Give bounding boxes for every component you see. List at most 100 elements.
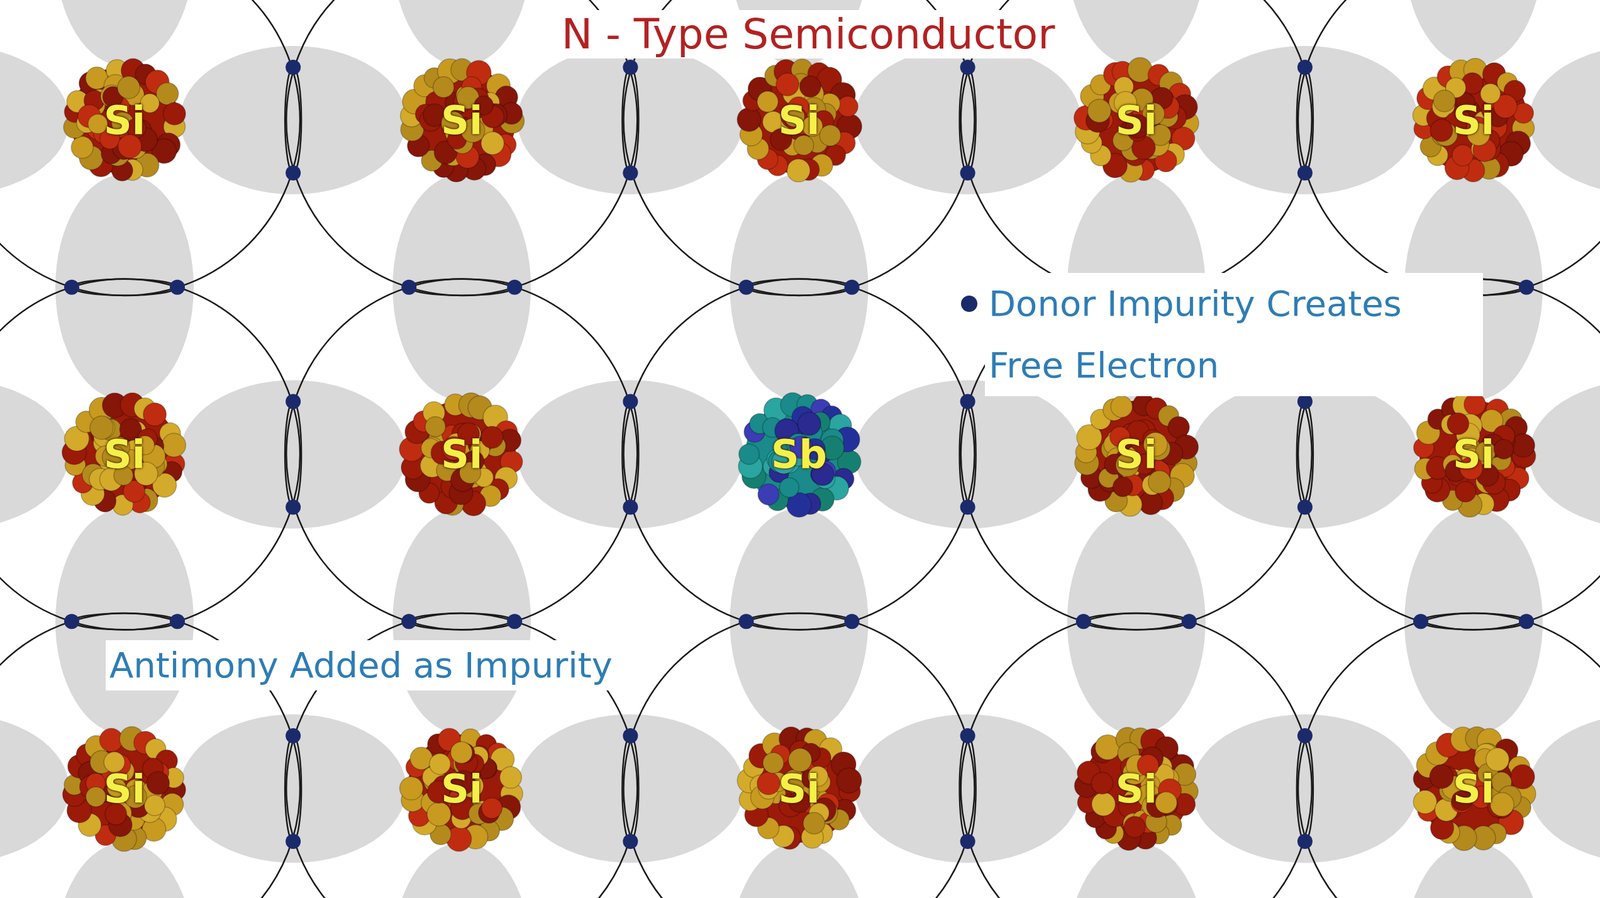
bond-lobe <box>55 508 194 735</box>
electron <box>506 279 523 295</box>
bond-lens <box>622 735 639 842</box>
bond-lens <box>71 613 178 630</box>
bond-lobe <box>1528 380 1600 529</box>
atom: Si <box>1070 722 1203 855</box>
nucleon <box>500 766 523 789</box>
nucleon <box>756 771 780 795</box>
bond-lens <box>1296 67 1314 173</box>
nucleon <box>163 102 186 125</box>
callout-note: Donor Impurity Creates Free Electron <box>984 272 1484 397</box>
electron <box>1518 279 1534 295</box>
atom: Sb <box>733 388 866 521</box>
bond-lobe <box>854 380 1082 529</box>
bond-lens <box>746 613 853 630</box>
atom: Si <box>58 54 191 187</box>
orbit-circle <box>0 279 300 631</box>
nucleon <box>481 425 504 448</box>
bond-lobe <box>1191 45 1419 195</box>
bond-lens <box>284 401 302 508</box>
bond-lobe <box>392 0 531 67</box>
nucleon <box>450 741 473 763</box>
bond-lens <box>746 279 853 296</box>
electron <box>285 500 301 516</box>
bond-lobe <box>1067 0 1206 67</box>
bond-lobe <box>179 714 407 863</box>
element-symbol: Si <box>395 388 528 521</box>
electron <box>401 613 417 629</box>
nucleon <box>837 96 858 117</box>
nucleon <box>738 444 759 465</box>
nucleon <box>1430 119 1453 142</box>
bond-lobe <box>1404 842 1543 898</box>
nucleon <box>799 76 821 98</box>
element-symbol: Si <box>1407 54 1540 187</box>
atom: Si <box>1407 722 1540 855</box>
electron <box>622 728 638 744</box>
electron <box>738 613 755 629</box>
electron <box>1297 728 1313 744</box>
electron <box>960 728 976 744</box>
electron <box>64 613 80 629</box>
atom: Si <box>733 54 866 187</box>
bond-lobe <box>854 45 1082 195</box>
nucleon <box>481 798 503 819</box>
element-symbol: Sb <box>733 388 866 521</box>
bond-lobe <box>1067 842 1206 898</box>
electron <box>960 59 976 75</box>
nucleon <box>1464 393 1486 415</box>
bond-lobe <box>730 842 869 898</box>
bond-lens <box>408 613 515 630</box>
bond-lobe <box>179 380 407 529</box>
orbit-circle <box>286 279 638 631</box>
atom: Si <box>395 388 528 521</box>
electron <box>1297 394 1313 410</box>
electron <box>1297 165 1313 181</box>
element-symbol: Si <box>1070 388 1203 521</box>
nucleon <box>1087 99 1111 123</box>
nucleon <box>1455 481 1477 502</box>
bond-lens <box>71 279 178 296</box>
electron <box>622 394 638 410</box>
electron <box>622 165 638 181</box>
nucleon <box>85 786 106 807</box>
electron <box>1181 613 1197 629</box>
nucleon <box>1447 412 1470 435</box>
element-symbol: Si <box>395 722 528 855</box>
nucleon <box>1110 395 1133 417</box>
electron <box>844 613 860 629</box>
bond-lobe <box>516 45 744 195</box>
bond-lobe <box>730 508 869 735</box>
electron <box>622 500 638 516</box>
bond-lobe <box>0 714 70 863</box>
nucleon <box>1091 792 1116 817</box>
bond-lens <box>622 67 639 173</box>
atom: Si <box>1407 388 1540 521</box>
orbit-circle <box>623 613 975 898</box>
bond-lobe <box>1191 714 1419 863</box>
atom: Si <box>58 388 191 521</box>
electron <box>960 833 976 850</box>
electron <box>1076 613 1092 629</box>
bond-lens <box>1420 613 1527 630</box>
nucleon <box>836 767 862 794</box>
electron <box>285 59 301 75</box>
electron <box>622 59 638 75</box>
nucleon <box>162 433 187 458</box>
orbit-circle <box>961 613 1312 898</box>
bond-lobe <box>1067 508 1206 735</box>
element-symbol: Si <box>1407 722 1540 855</box>
nucleon <box>1413 790 1437 814</box>
nucleon <box>117 76 141 99</box>
electron <box>1297 500 1313 516</box>
bond-lobe <box>516 714 744 863</box>
element-symbol: Si <box>1070 722 1203 855</box>
element-symbol: Si <box>1070 54 1203 187</box>
electron <box>506 613 523 629</box>
nucleon <box>779 477 799 497</box>
bond-lobe <box>730 174 869 401</box>
orbit-circle <box>0 0 300 296</box>
bond-lobe <box>1528 714 1600 863</box>
electron <box>622 833 638 850</box>
